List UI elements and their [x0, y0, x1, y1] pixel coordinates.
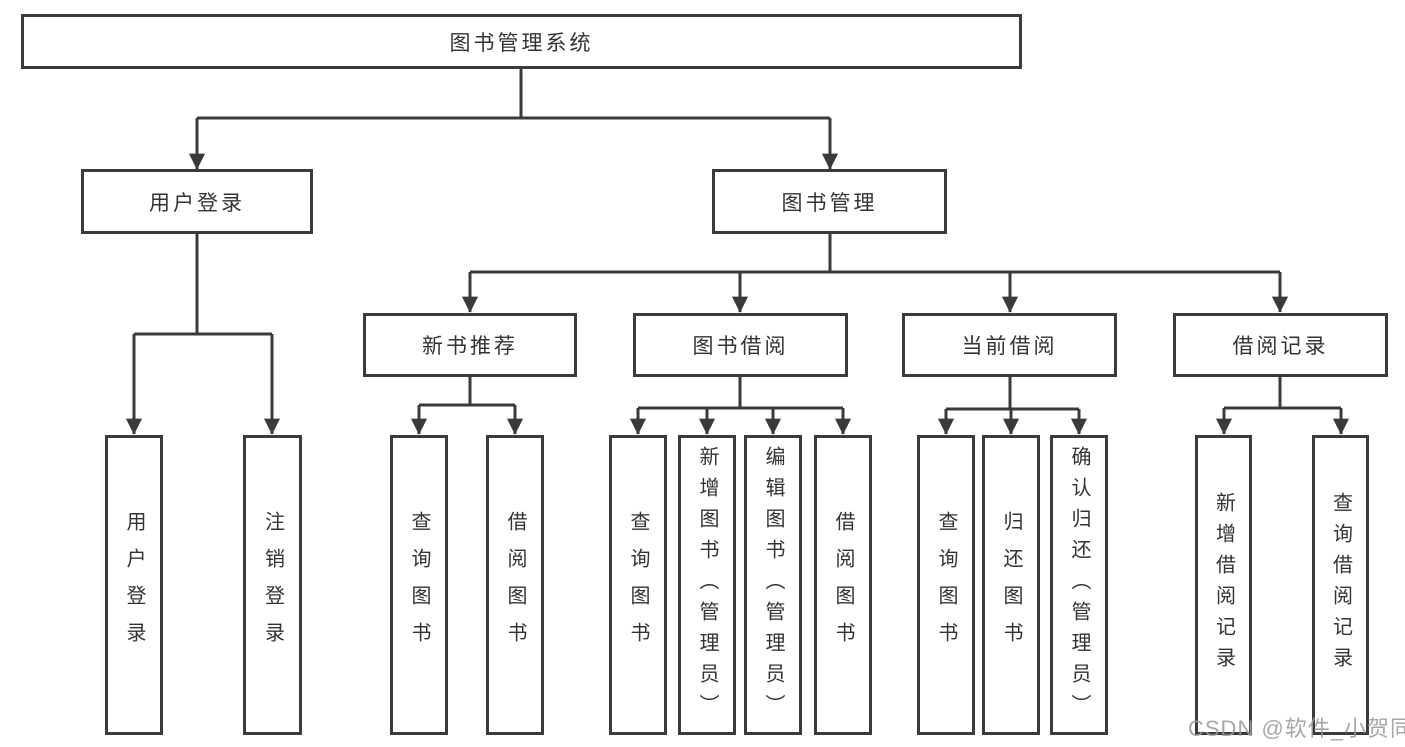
leaf-logout: 注销登录 — [243, 435, 302, 735]
leaf-cb-confirm-return-admin-label: 确认归还（管理员） — [1068, 445, 1090, 725]
node-book-borrow: 图书借阅 — [633, 313, 848, 377]
node-new-book-recommend: 新书推荐 — [363, 313, 577, 377]
leaf-nbr-query-books: 查询图书 — [390, 435, 448, 735]
leaf-br-add-record-label: 新增借阅记录 — [1212, 492, 1235, 678]
node-borrow-records: 借阅记录 — [1173, 313, 1388, 377]
leaf-br-query-record-label: 查询借阅记录 — [1329, 492, 1352, 678]
leaf-cb-return-books-label: 归还图书 — [1000, 511, 1022, 659]
node-library-system: 图书管理系统 — [21, 14, 1022, 69]
leaf-cb-return-books: 归还图书 — [982, 435, 1040, 735]
leaf-nbr-borrow-books-label: 借阅图书 — [504, 511, 526, 659]
node-book-borrow-label: 图书借阅 — [692, 335, 789, 358]
leaf-logout-label: 注销登录 — [261, 511, 284, 659]
leaf-bb-query-books: 查询图书 — [609, 435, 667, 735]
leaf-bb-add-book-admin-label: 新增图书（管理员） — [696, 445, 718, 725]
leaf-bb-edit-book-admin-label: 编辑图书（管理员） — [762, 445, 784, 725]
node-user-login: 用户登录 — [81, 169, 313, 234]
leaf-nbr-query-books-label: 查询图书 — [408, 511, 430, 659]
node-library-system-label: 图书管理系统 — [449, 31, 594, 55]
node-borrow-records-label: 借阅记录 — [1232, 335, 1329, 358]
leaf-bb-edit-book-admin: 编辑图书（管理员） — [744, 435, 802, 735]
leaf-bb-query-books-label: 查询图书 — [627, 511, 649, 659]
node-new-book-recommend-label: 新书推荐 — [422, 335, 518, 358]
watermark: CSDN @软件_小贺同学 — [1188, 716, 1405, 741]
leaf-bb-add-book-admin: 新增图书（管理员） — [678, 435, 736, 735]
leaf-nbr-borrow-books: 借阅图书 — [486, 435, 544, 735]
leaf-bb-borrow-books: 借阅图书 — [814, 435, 872, 735]
leaf-cb-confirm-return-admin: 确认归还（管理员） — [1050, 435, 1108, 735]
leaf-cb-query-books-label: 查询图书 — [935, 511, 957, 659]
leaf-br-add-record: 新增借阅记录 — [1195, 435, 1252, 735]
node-user-login-label: 用户登录 — [149, 191, 245, 215]
leaf-br-query-record: 查询借阅记录 — [1312, 435, 1369, 735]
leaf-user-login: 用户登录 — [105, 435, 163, 735]
node-current-borrow: 当前借阅 — [902, 313, 1117, 377]
node-book-management: 图书管理 — [712, 169, 947, 234]
leaf-user-login-label: 用户登录 — [123, 511, 145, 659]
leaf-bb-borrow-books-label: 借阅图书 — [832, 511, 854, 659]
node-book-management-label: 图书管理 — [781, 191, 878, 215]
leaf-cb-query-books: 查询图书 — [917, 435, 975, 735]
node-current-borrow-label: 当前借阅 — [961, 335, 1058, 358]
